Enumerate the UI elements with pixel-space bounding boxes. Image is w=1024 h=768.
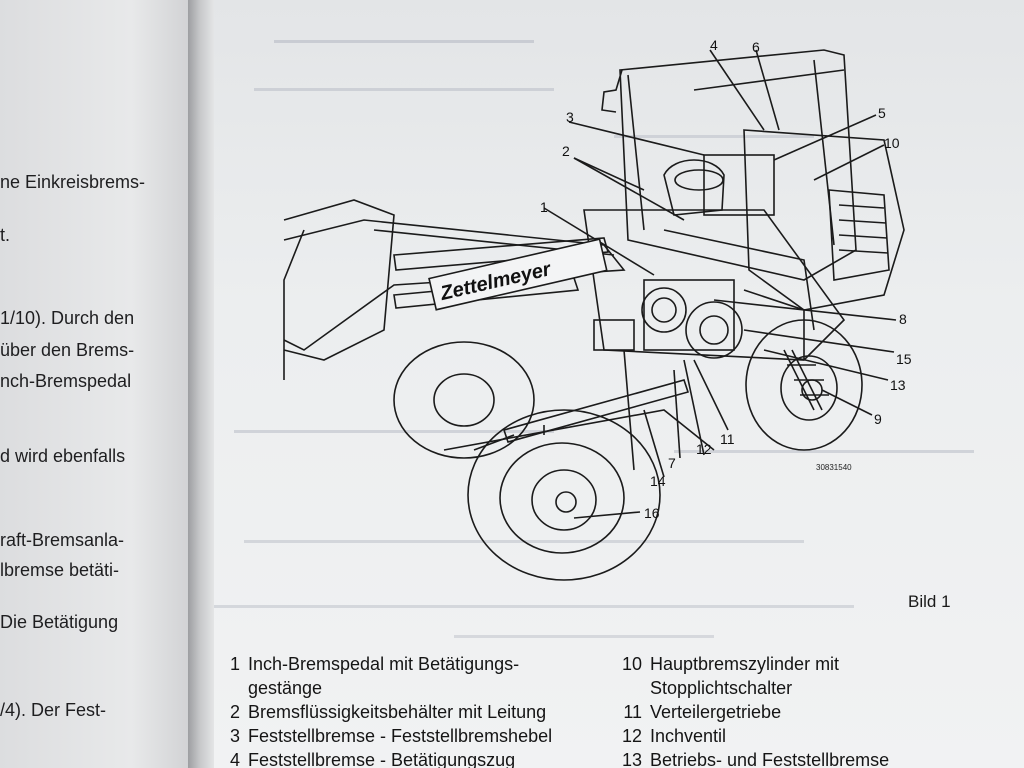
callout-number: 3 — [566, 109, 574, 125]
left-text-line: d wird ebenfalls — [0, 446, 126, 466]
callout-number: 5 — [878, 105, 886, 121]
left-text-line: Die Betätigung — [0, 612, 119, 632]
left-text-line: raft-Bremsanla- — [0, 530, 125, 550]
callout-number: 13 — [890, 377, 906, 393]
left-text-line: 1/10). Durch den — [0, 308, 135, 328]
callout-number: 6 — [752, 39, 760, 55]
callout-number: 11 — [720, 431, 735, 447]
callout-number: 10 — [884, 135, 900, 151]
callout-number: 16 — [644, 505, 660, 521]
wheel-loader-drawing: Zettelmeyer 4 6 3 2 1 5 10 8 15 13 9 11 … — [283, 37, 912, 581]
callout-number: 14 — [650, 473, 666, 489]
callout-number: 9 — [874, 411, 882, 427]
left-text-line: ne Einkreisbrems- — [0, 172, 146, 192]
callout-number: 7 — [668, 455, 676, 471]
left-page: ne Einkreisbrems- t. 1/10). Durch den üb… — [0, 0, 189, 768]
right-page: Zettelmeyer 4 6 3 2 1 5 10 8 15 13 9 11 … — [214, 0, 1024, 768]
legend-item: gestänge — [248, 678, 323, 698]
callout-number: 15 — [896, 351, 912, 367]
callout-number: 8 — [899, 311, 907, 327]
callout-number: 4 — [710, 37, 718, 53]
left-text-line: über den Brems- — [0, 340, 135, 360]
legend-item: Stopplichtschalter — [650, 678, 793, 698]
book-gutter — [188, 0, 214, 768]
left-text-line: t. — [0, 225, 11, 245]
callout-number: 2 — [562, 143, 570, 159]
figure-caption: Bild 1 — [908, 592, 951, 611]
callout-number: 1 — [540, 199, 548, 215]
left-text-line: /4). Der Fest- — [0, 700, 107, 720]
drawing-code: 30831540 — [816, 463, 852, 472]
left-text-line: lbremse betäti- — [0, 560, 120, 580]
callout-number: 12 — [696, 441, 712, 457]
left-text-line: nch-Bremspedal — [0, 371, 132, 391]
